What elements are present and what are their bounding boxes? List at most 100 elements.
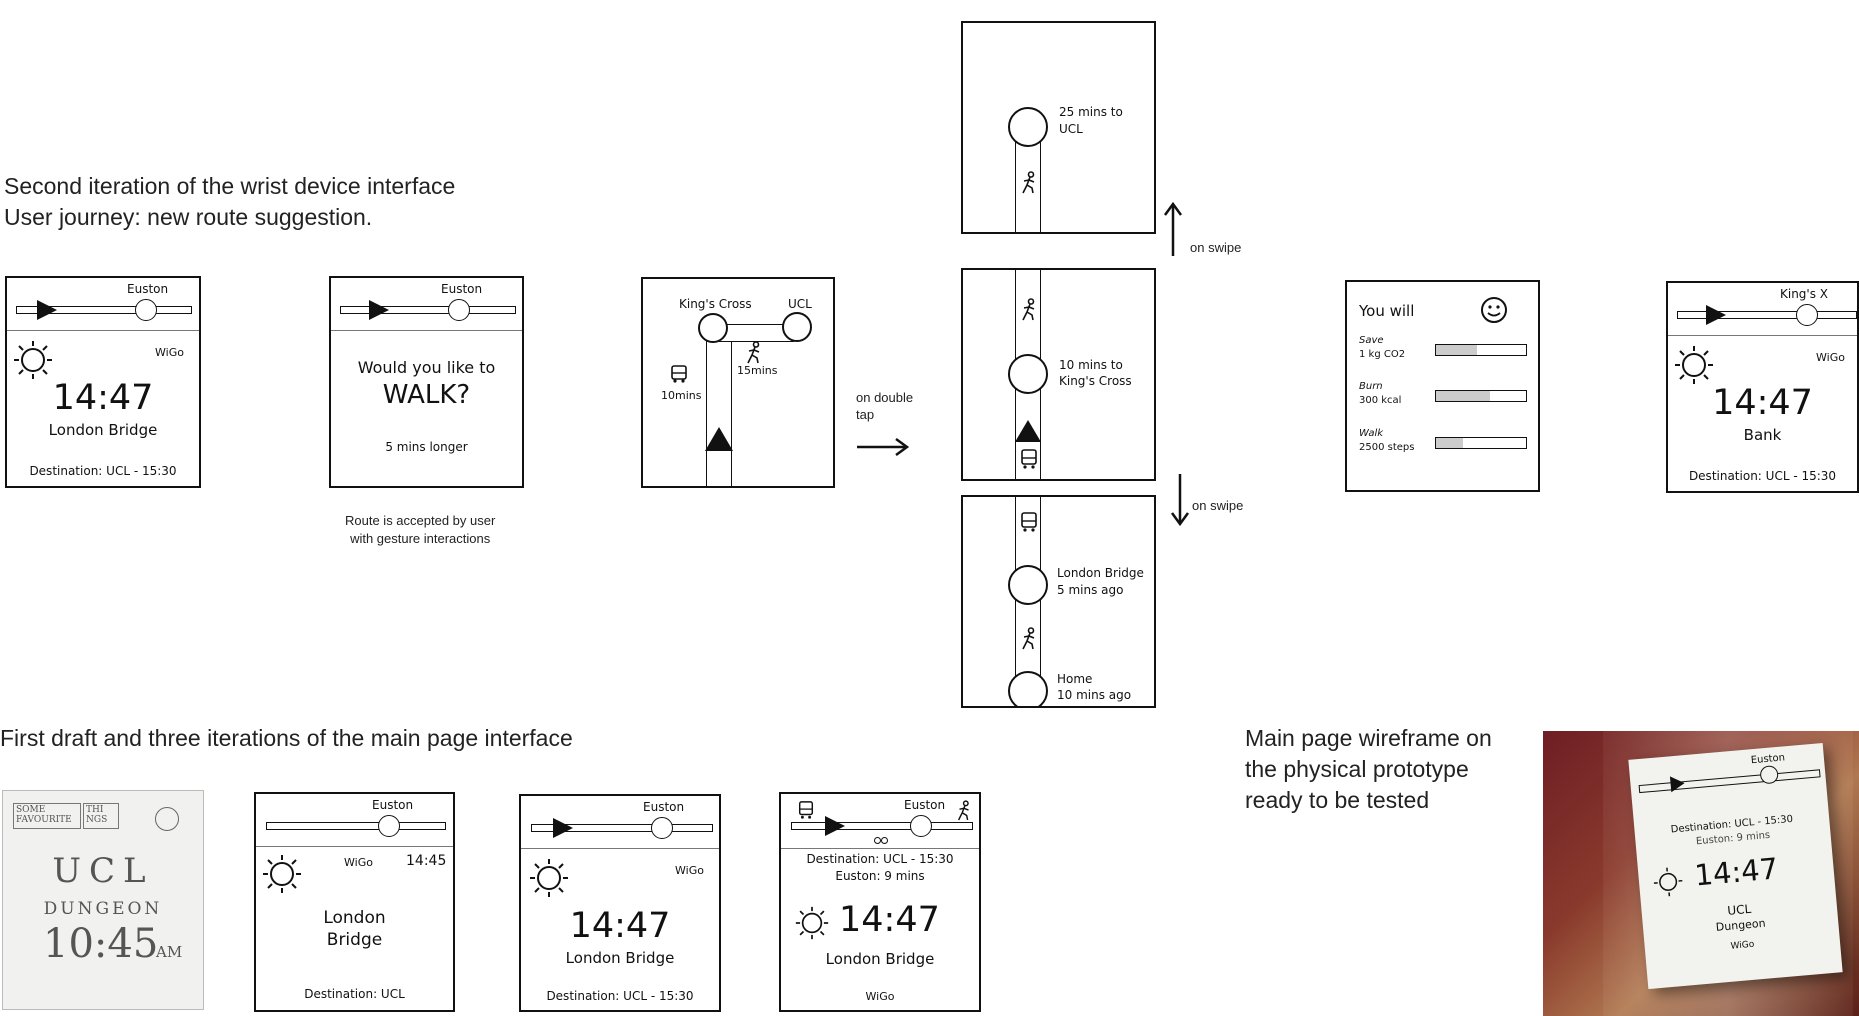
brand-label: WiGo: [865, 990, 895, 1003]
divider: [256, 846, 453, 847]
divider: [521, 848, 719, 849]
walk-time: 15mins: [737, 364, 778, 377]
eta-line2: UCL: [1059, 122, 1083, 136]
benefit-row-burn: Burn 300 kcal: [1347, 381, 1538, 415]
position-arrow-icon: [1015, 420, 1041, 442]
swipe-up-caption: on swipe: [1190, 240, 1242, 255]
prototype-caption-line3: ready to be tested: [1245, 787, 1430, 814]
benefit-row-save: Save 1 kg CO2: [1347, 335, 1538, 369]
screen-to-ucl: 25 mins to UCL: [961, 21, 1156, 234]
station-knob: [910, 815, 932, 837]
double-tap-caption: on double tap: [856, 390, 913, 424]
progress-track: [791, 822, 973, 830]
benefit-bar-fill: [1436, 438, 1463, 448]
screen-to-kings-cross: 10 mins to King's Cross: [961, 268, 1156, 481]
photo-time: 14:47: [1693, 851, 1780, 893]
benefit-label: Burn: [1359, 381, 1383, 392]
screen-main-london-bridge: Euston WiGo 14:47 London Bridge Destinat…: [5, 276, 201, 488]
draft-ampm: AM: [156, 943, 183, 961]
time-display: 14:47: [1712, 383, 1813, 423]
draft-line1: UCL: [52, 851, 154, 891]
progress-track: [340, 306, 516, 314]
walk-icon: [1022, 627, 1035, 650]
bus-road: [706, 329, 732, 486]
progress-marker-icon: [825, 816, 845, 836]
draft-line2: DUNGEON: [43, 899, 163, 919]
swipe-down-caption: on swipe: [1192, 498, 1244, 513]
location-label: London Bridge: [48, 421, 158, 439]
walk-road: [710, 324, 794, 342]
prototype-caption-line2: the physical prototype: [1245, 756, 1469, 783]
station-knob: [378, 815, 400, 837]
route-accepted-line1: Route is accepted by user: [345, 513, 496, 528]
prototype-caption: Main page wireframe on the physical prot…: [1245, 723, 1492, 816]
journey-caption-line1: Second iteration of the wrist device int…: [4, 173, 456, 199]
sun-icon: [14, 341, 52, 379]
route-accepted-caption: Route is accepted by user with gesture i…: [345, 512, 495, 548]
stop1-line1: London Bridge: [1057, 566, 1144, 580]
brand-label: WiGo: [155, 346, 184, 359]
destination-label: Destination: UCL - 15:30: [29, 464, 177, 478]
node-london-bridge: [1008, 565, 1048, 605]
stop2-line2: 10 mins ago: [1057, 688, 1132, 702]
brand-label: WiGo: [344, 856, 373, 869]
draft-circle-icon: [155, 807, 179, 831]
sun-icon: [795, 906, 829, 940]
photo-sun-icon: [1653, 867, 1683, 897]
sun-icon: [1675, 346, 1713, 384]
station-label: Euston: [643, 800, 685, 814]
prototype-photo: Euston Destination: UCL - 15:30 Euston: …: [1543, 731, 1859, 1016]
iteration-1-screen: Euston WiGo 14:45 London Bridge Destinat…: [254, 792, 455, 1012]
screen-history: London Bridge 5 mins ago Home 10 mins ag…: [961, 495, 1156, 708]
node-kings-cross: [1008, 354, 1048, 394]
bus-icon: [1021, 449, 1037, 469]
double-tap-line1: on double: [856, 390, 914, 405]
station-knob: [448, 299, 470, 321]
photo-track: [1638, 769, 1821, 794]
benefits-title: You will: [1359, 302, 1415, 320]
iteration-2-screen: Euston WiGo 14:47 London Bridge Destinat…: [519, 794, 721, 1012]
prototype-caption-line1: Main page wireframe on: [1245, 725, 1492, 751]
stop2-line1: Home: [1057, 672, 1093, 686]
progress-marker-icon: [37, 300, 57, 320]
screen-main-bank: King's X WiGo 14:47 Bank Destination: UC…: [1666, 281, 1859, 493]
sun-icon: [263, 855, 301, 893]
station-label: King's X: [1780, 287, 1829, 301]
progress-track: [16, 306, 192, 314]
draft-time: 10:45: [43, 921, 159, 967]
position-arrow-icon: [705, 427, 733, 451]
station-label: Euston: [441, 282, 483, 296]
station-label: Euston: [127, 282, 169, 296]
location-line2: Bridge: [326, 930, 383, 950]
progress-marker-icon: [369, 300, 389, 320]
walk-action: WALK?: [382, 380, 471, 410]
benefit-label: Walk: [1359, 428, 1384, 439]
location-label: London Bridge: [825, 950, 935, 968]
journey-caption: Second iteration of the wrist device int…: [4, 171, 455, 233]
divider: [331, 330, 522, 331]
photo-knob: [1759, 764, 1779, 785]
divider: [1668, 335, 1857, 336]
bus-time: 10mins: [661, 389, 702, 402]
walk-note: 5 mins longer: [385, 440, 468, 454]
draft-sketch: SOME FAVOURITE THI NGS UCL DUNGEON 10:45…: [2, 790, 204, 1010]
location-line1: London: [323, 908, 386, 928]
route-accepted-line2: with gesture interactions: [350, 531, 491, 547]
screen-route-map: King's Cross UCL 15mins 10mins: [641, 277, 835, 488]
station-knob: [651, 817, 673, 839]
destination-label: Destination: UCL: [304, 987, 405, 1001]
station-label: Euston: [372, 798, 414, 812]
stop-ucl: UCL: [788, 297, 812, 311]
location-label: London Bridge: [565, 949, 675, 967]
station-knob: [1796, 304, 1818, 326]
benefit-bar: [1435, 437, 1527, 449]
progress-marker-icon: [553, 818, 573, 838]
benefit-bar: [1435, 344, 1527, 356]
screen-benefits: You will Save 1 kg CO2 Burn 300 kcal Wal…: [1345, 280, 1540, 492]
walk-question: Would you like to: [357, 358, 496, 377]
walk-icon: [1022, 171, 1035, 194]
clock-label: 14:45: [406, 853, 447, 869]
progress-marker-icon: [1706, 305, 1726, 325]
station-label: Euston: [904, 798, 946, 812]
draft-fav1: SOME FAVOURITE: [13, 803, 81, 829]
